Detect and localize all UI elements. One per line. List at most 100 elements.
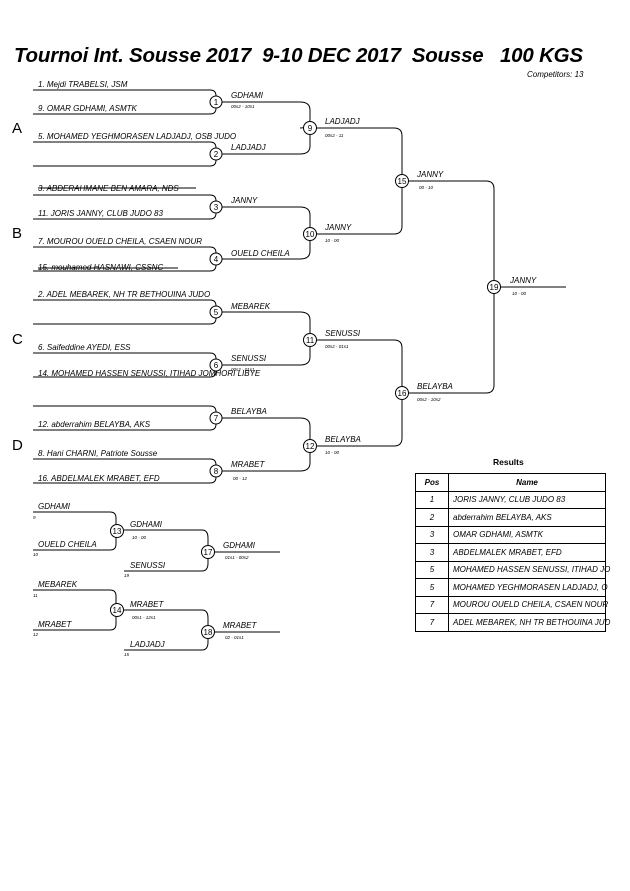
svg-text:4: 4 (214, 255, 219, 264)
match-winner: MEBAREK (231, 302, 271, 311)
svg-text:3: 3 (214, 203, 219, 212)
pool-label-d: D (12, 437, 23, 454)
svg-text:1: 1 (214, 98, 219, 107)
result-name: JORIS JANNY, CLUB JUDO 83 (448, 490, 606, 509)
entrant-name: 6. Saifeddine AYEDI, ESS (38, 343, 131, 352)
entrant-name: 12. abderrahim BELAYBA, AKS (38, 420, 151, 429)
result-pos: 5 (415, 560, 449, 579)
entrant-name: 16. ABDELMALEK MRABET, EFD (38, 474, 160, 483)
match-winner: JANNY (324, 223, 352, 232)
repechage-seed: 15 (124, 652, 130, 657)
match-score: 00s2 - 01s1 (231, 367, 255, 372)
repechage-entrant: SENUSSI (130, 561, 166, 570)
match-score: 01s1 - 00s2 (225, 555, 249, 560)
pool-label-a: A (12, 120, 22, 137)
match-winner: JANNY (416, 170, 444, 179)
entrant-name: 3. ABDERAHMANE BEN AMARA, NDS (38, 184, 179, 193)
match-1-node: 1 (209, 95, 223, 109)
match-15-node: 15 (395, 174, 409, 188)
match-score: 00s2 - 11 (325, 133, 344, 138)
match-17-node: 17 (201, 545, 215, 559)
match-score: 00 - 10 (419, 185, 434, 190)
match-score: 10 - 00 (132, 535, 147, 540)
match-6-node: 6 (209, 358, 223, 372)
svg-text:15: 15 (398, 177, 407, 186)
competitors-count: Competitors: 13 (527, 70, 584, 79)
result-name: MOHAMED YEGHMORASEN LADJADJ, O (448, 578, 608, 597)
match-19-node: 19 (487, 280, 501, 294)
result-name: OMAR GDHAMI, ASMTK (448, 525, 606, 544)
entrant-name: 5. MOHAMED YEGHMORASEN LADJADJ, OSB JUDO (38, 132, 236, 141)
match-winner: SENUSSI (325, 329, 361, 338)
match-winner: LADJADJ (325, 117, 361, 126)
svg-text:11: 11 (306, 336, 315, 345)
repechage-seed: 9 (33, 515, 36, 520)
entrant-name: 11. JORIS JANNY, CLUB JUDO 83 (38, 209, 163, 218)
svg-text:6: 6 (214, 361, 219, 370)
match-winner: BELAYBA (417, 382, 453, 391)
repechage-entrant: MRABET (38, 620, 72, 629)
match-winner: MRABET (223, 621, 257, 630)
match-winner: GDHAMI (130, 520, 163, 529)
name-column-header: Name (448, 473, 606, 492)
result-name: abderrahim BELAYBA, AKS (448, 508, 606, 527)
match-3-node: 3 (209, 200, 223, 214)
repechage-seed: 19 (124, 573, 130, 578)
match-winner: BELAYBA (231, 407, 267, 416)
page-title: Tournoi Int. Sousse 2017 9-10 DEC 2017 S… (14, 44, 583, 67)
svg-text:17: 17 (204, 548, 213, 557)
match-8-node: 8 (209, 464, 223, 478)
entrant-name: 14. MOHAMED HASSEN SENUSSI, ITIHAD JOMHO… (38, 369, 261, 378)
results-caption: Results (493, 457, 524, 467)
match-winner: SENUSSI (231, 354, 267, 363)
svg-text:2: 2 (214, 150, 219, 159)
result-pos: 3 (415, 543, 449, 562)
entrant-name: 1. Mejdi TRABELSI, JSM (38, 80, 128, 89)
svg-text:5: 5 (214, 308, 219, 317)
svg-text:9: 9 (308, 124, 313, 133)
match-11-node: 11 (303, 333, 317, 347)
svg-text:8: 8 (214, 467, 219, 476)
match-score: 00s2 - 01s1 (325, 344, 349, 349)
match-score: 10 - 00 (325, 238, 340, 243)
entrant-name: 15. mouhamed HASNAWI, CSSNC (38, 263, 163, 272)
match-winner: LADJADJ (231, 143, 267, 152)
entrant-name: 9. OMAR GDHAMI, ASMTK (38, 104, 137, 113)
svg-text:7: 7 (214, 414, 219, 423)
result-pos: 1 (415, 490, 449, 509)
match-score: 00 - 12 (233, 476, 248, 481)
match-13-node: 13 (110, 524, 124, 538)
match-16-node: 16 (395, 386, 409, 400)
match-score: 00s1 - 12s1 (132, 615, 156, 620)
svg-text:10: 10 (306, 230, 315, 239)
match-score: 02 - 01s1 (225, 635, 244, 640)
match-winner: JANNY (230, 196, 258, 205)
repechage-entrant: GDHAMI (38, 502, 71, 511)
match-winner: BELAYBA (325, 435, 361, 444)
repechage-entrant: LADJADJ (130, 640, 166, 649)
pos-column-header: Pos (415, 473, 449, 492)
match-5-node: 5 (209, 305, 223, 319)
result-name: ADEL MEBAREK, NH TR BETHOUINA JUD (448, 613, 610, 632)
svg-text:18: 18 (204, 628, 213, 637)
match-9-node: 9 (303, 121, 317, 135)
pool-label-c: C (12, 331, 23, 348)
final-winner: JANNY (509, 276, 537, 285)
result-name: MOUROU OUELD CHEILA, CSAEN NOUR (448, 595, 608, 614)
match-14-node: 14 (110, 603, 124, 617)
match-4-node: 4 (209, 252, 223, 266)
match-winner: MRABET (130, 600, 164, 609)
match-12-node: 12 (303, 439, 317, 453)
match-score: 00s2 - 10s1 (231, 104, 255, 109)
svg-text:19: 19 (490, 283, 499, 292)
result-name: ABDELMALEK MRABET, EFD (448, 543, 606, 562)
result-pos: 7 (415, 613, 449, 632)
